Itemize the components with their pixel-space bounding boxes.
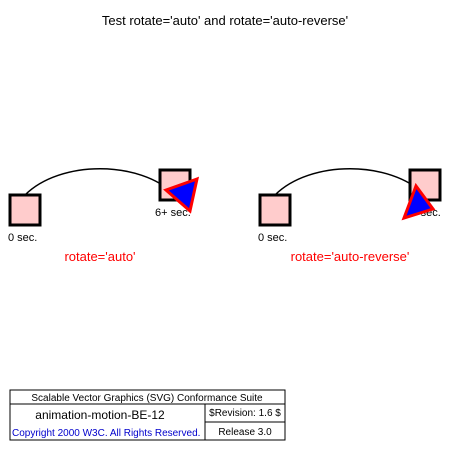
motion-path (274, 168, 426, 196)
footer-frame (9, 389, 286, 441)
release-label: Release 3.0 (218, 427, 272, 438)
demo-caption: rotate='auto' (64, 249, 135, 264)
copyright-link[interactable]: Copyright 2000 W3C. All Rights Reserved. (12, 428, 200, 439)
start-time-label: 0 sec. (258, 232, 287, 244)
demo-auto: 0 sec. 6+ sec. rotate='auto' (8, 168, 200, 264)
motion-path (24, 168, 176, 196)
revision-label: $Revision: 1.6 $ (209, 408, 281, 419)
start-time-label: 0 sec. (8, 232, 37, 244)
test-name: animation-motion-BE-12 (35, 408, 165, 422)
conformance-footer: Scalable Vector Graphics (SVG) Conforman… (9, 389, 286, 441)
start-marker-icon (8, 193, 42, 227)
suite-name: Scalable Vector Graphics (SVG) Conforman… (31, 393, 263, 404)
end-time-label: 6+ sec. (155, 207, 191, 219)
triangle-arrow-icon (163, 176, 200, 214)
start-marker-icon (258, 193, 292, 227)
triangle-arrow-icon (401, 182, 436, 221)
demo-caption: rotate='auto-reverse' (291, 249, 410, 264)
page-title: Test rotate='auto' and rotate='auto-reve… (102, 13, 348, 28)
demo-auto-reverse: 0 sec. 6+ sec. rotate='auto-reverse' (258, 168, 442, 264)
